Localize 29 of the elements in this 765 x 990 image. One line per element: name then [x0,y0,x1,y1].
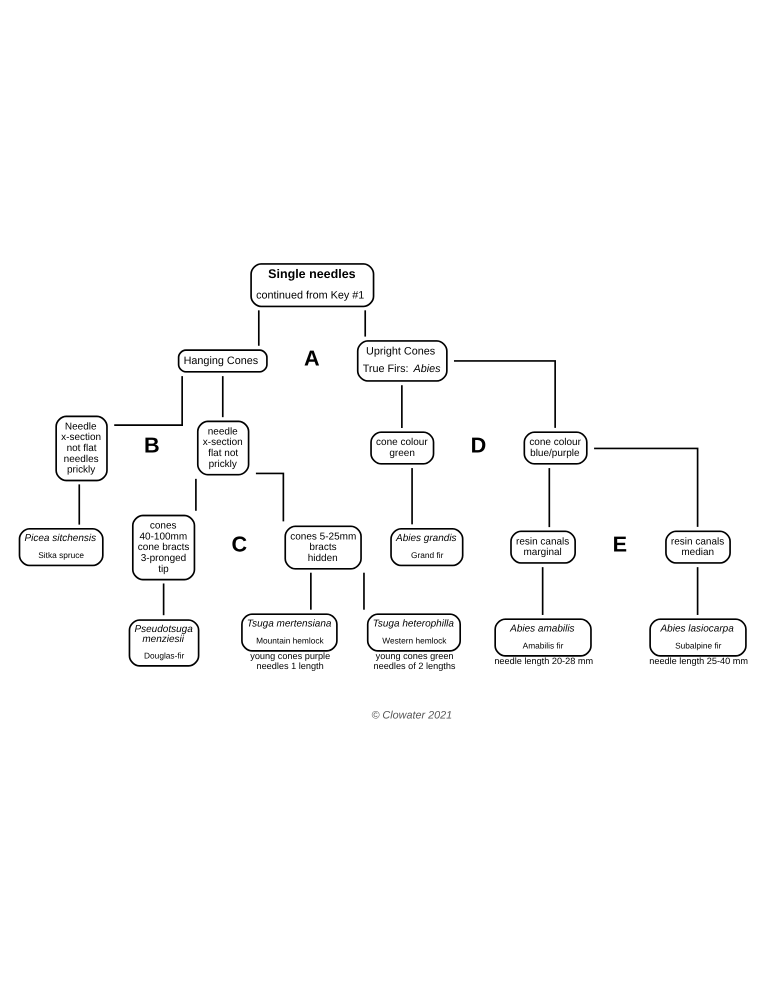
node-label: young cones purple [250,650,330,661]
label: E [612,531,628,556]
connector [78,484,80,524]
node-label: needle length 25-40 mm [649,656,748,666]
connector [222,376,224,417]
node-label: needles of 2 lengths [374,660,456,671]
node-label: needle length 20-28 mm [494,656,594,666]
connector [256,472,284,521]
connector [363,572,365,610]
connector [454,360,556,428]
label: C [232,531,248,556]
label: B [144,432,160,457]
connector [411,468,413,524]
connector [195,478,197,510]
label: © Clowater 2021 [371,709,452,722]
connector [401,384,403,428]
connector [162,582,164,615]
connector [114,376,183,426]
connector [542,566,544,614]
connector [364,310,366,336]
connector [594,447,698,526]
connector [696,566,698,614]
label: A [304,344,320,370]
label: D [470,432,486,457]
connector [310,572,312,610]
node-label: young cones green [376,650,454,661]
node-label: needles 1 length [256,660,324,671]
connector [548,468,550,527]
connector [258,310,260,346]
